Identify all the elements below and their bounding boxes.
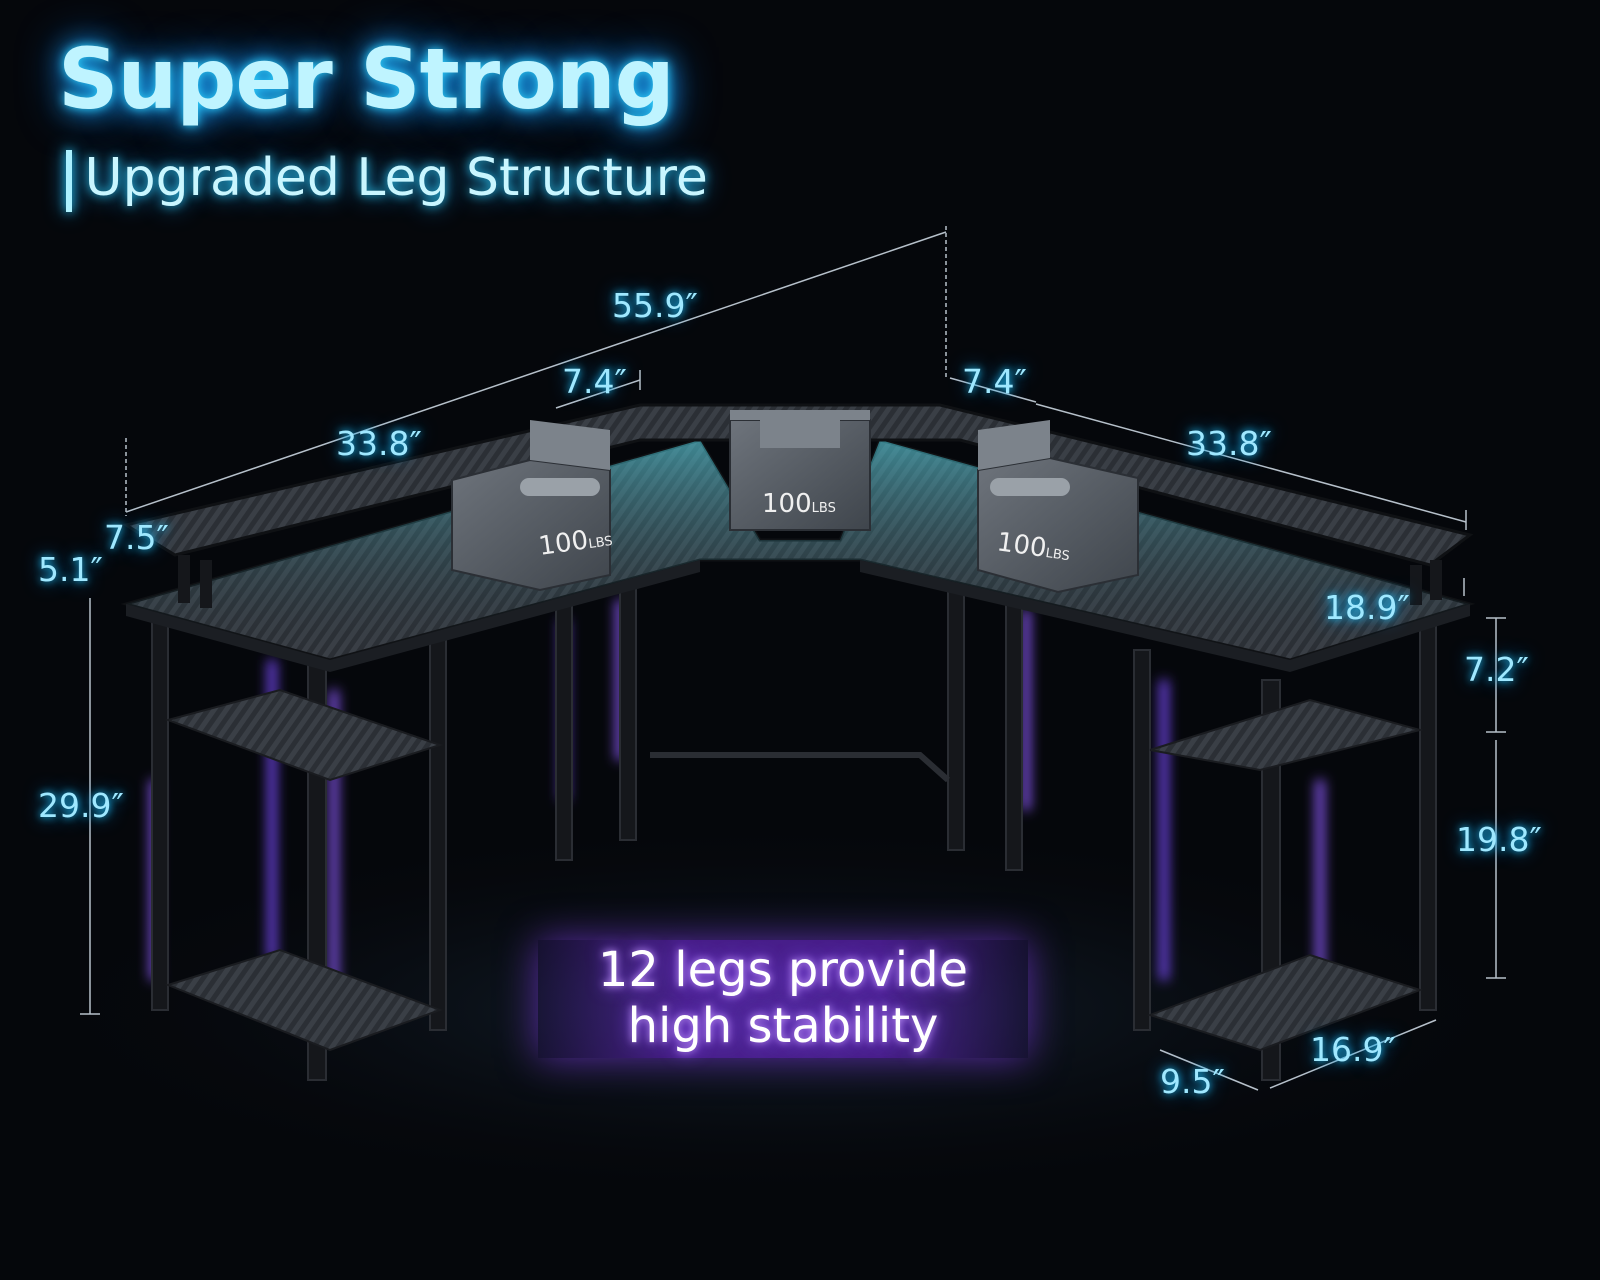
dim-overall-width: 55.9″: [612, 286, 698, 325]
subtitle-accent-bar: [66, 150, 72, 212]
desktop-surface: [120, 438, 1476, 672]
subtitle-text: Upgraded Leg Structure: [84, 148, 708, 208]
dim-storage-depth: 9.5″: [1160, 1062, 1225, 1101]
weight-label-center: 100LBS: [762, 489, 836, 519]
callout-line-2: high stability: [627, 998, 939, 1054]
dim-upper-clearance: 7.2″: [1464, 650, 1529, 689]
dim-right-riser-gap: 7.4″: [962, 362, 1027, 401]
dim-storage-width: 16.9″: [1310, 1030, 1396, 1069]
dim-left-shelf-length: 33.8″: [336, 424, 422, 463]
stability-callout: 12 legs provide high stability: [538, 942, 1028, 1054]
dim-desk-depth: 18.9″: [1324, 588, 1410, 627]
dim-lower-clearance: 19.8″: [1456, 820, 1542, 859]
headline: Super Strong: [58, 30, 675, 128]
weight-label-left: 100LBS: [537, 522, 614, 562]
dim-left-riser-gap: 7.4″: [562, 362, 627, 401]
weight-left: [451, 420, 611, 592]
back-legs: [555, 559, 1023, 871]
weight-label-right: 100LBS: [995, 527, 1072, 567]
dim-shelf-depth: 7.5″: [104, 518, 169, 557]
stability-callout-bg: [538, 940, 1028, 1058]
weight-center: [729, 410, 871, 531]
dim-desk-height: 29.9″: [38, 786, 124, 825]
dimension-lines: [80, 226, 1506, 1091]
dim-right-shelf-length: 33.8″: [1186, 424, 1272, 463]
subtitle: Upgraded Leg Structure: [68, 148, 708, 208]
callout-line-1: 12 legs provide: [597, 942, 969, 998]
dim-shelf-height: 5.1″: [38, 550, 103, 589]
weight-right: [977, 420, 1139, 594]
